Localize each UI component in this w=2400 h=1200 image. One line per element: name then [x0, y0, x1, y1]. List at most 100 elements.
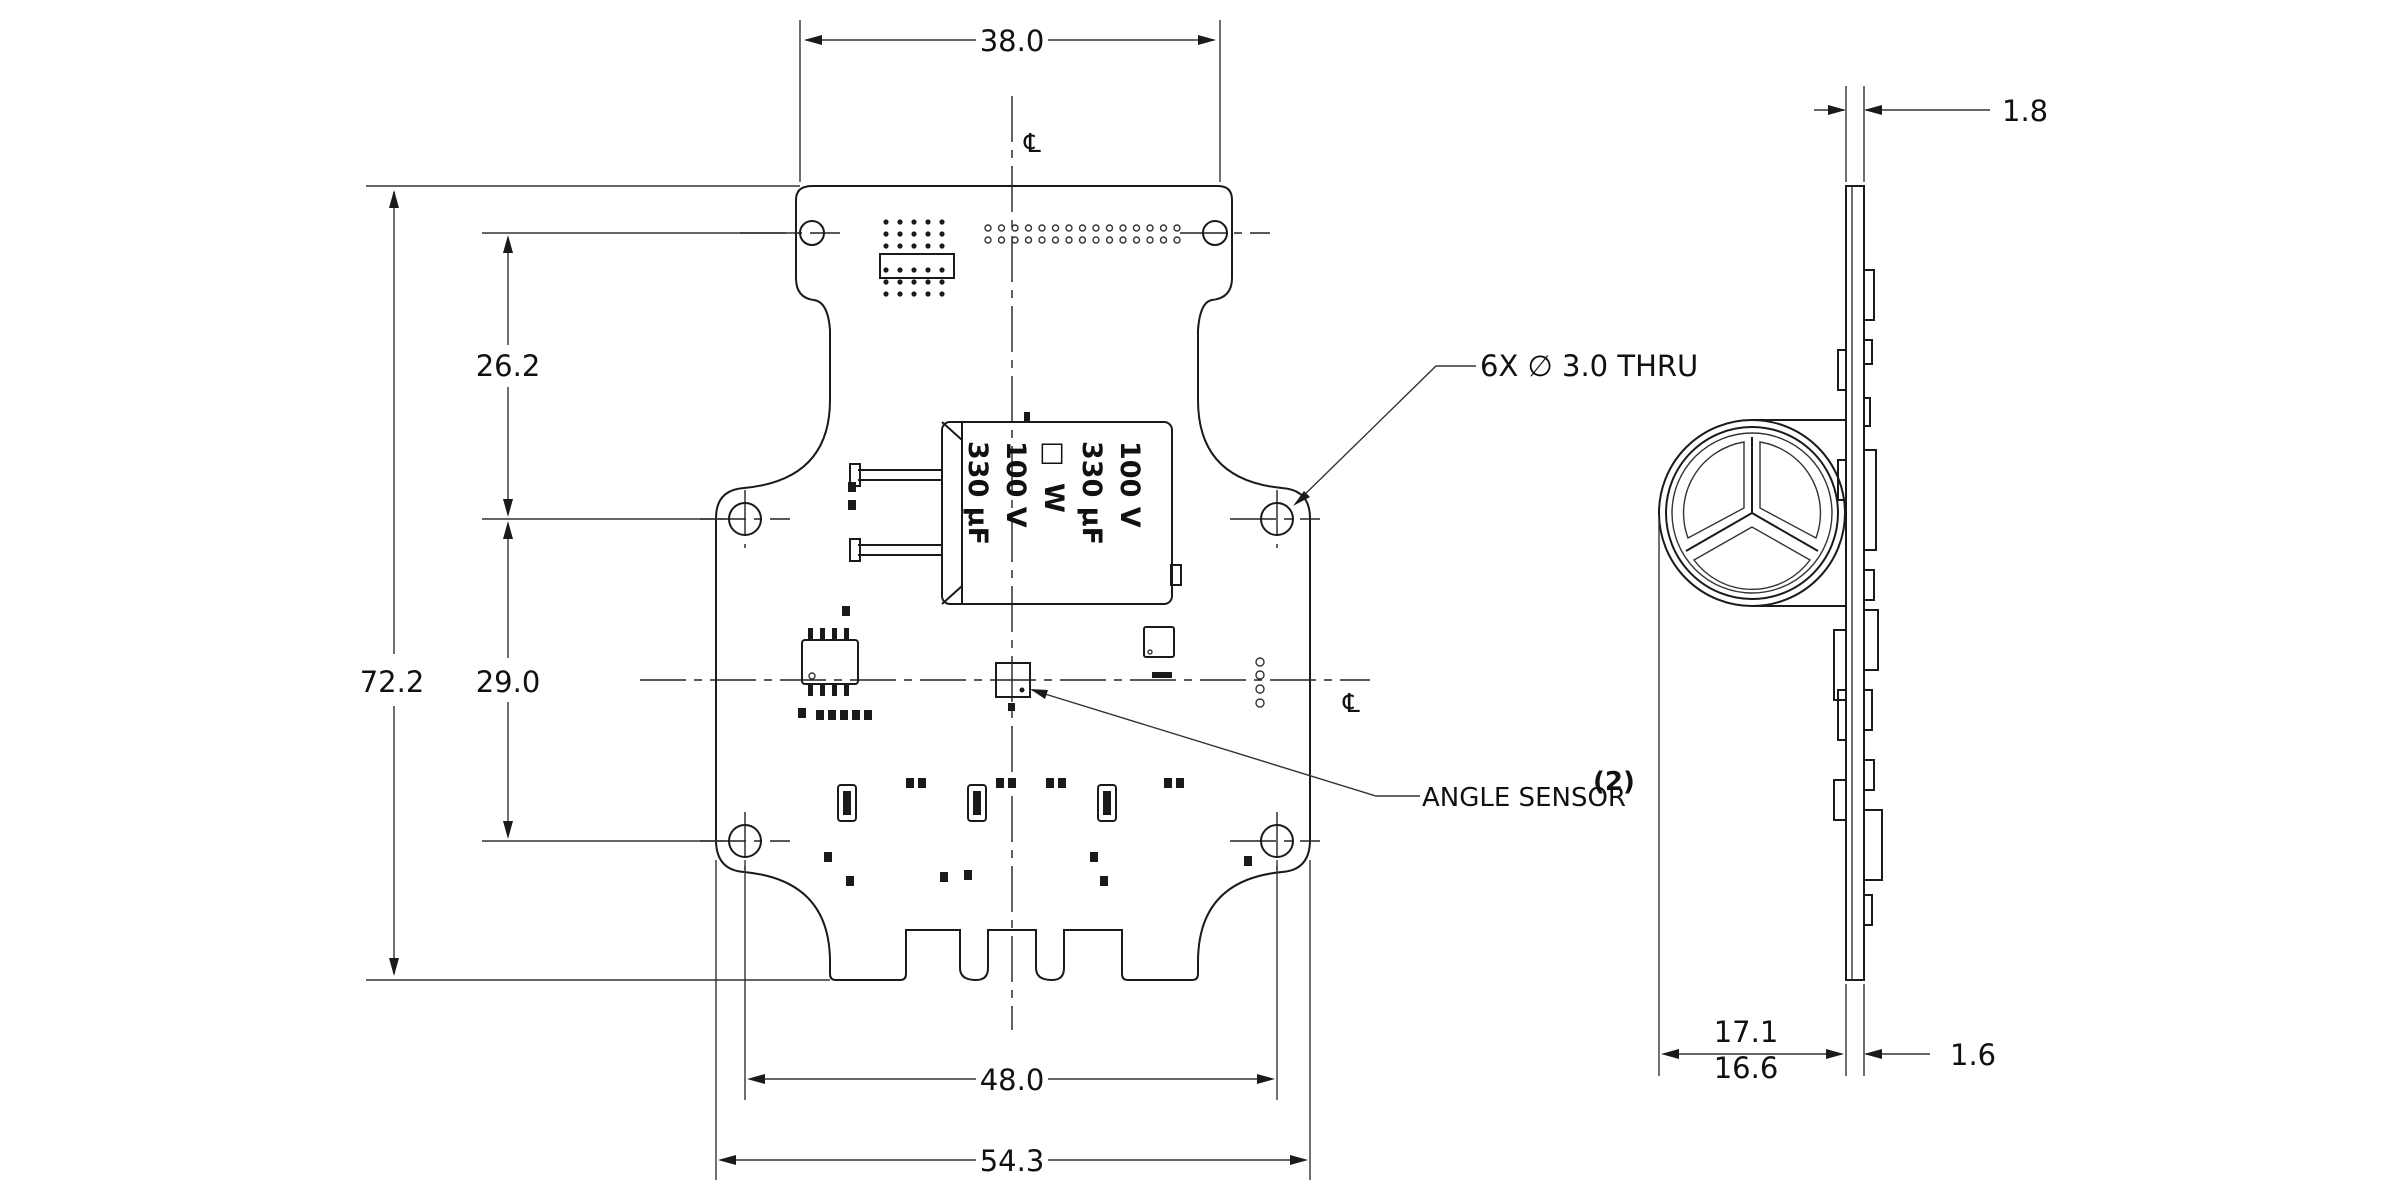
dim-hole-span-width: 48.0 [980, 1063, 1045, 1097]
smd-component [1058, 778, 1066, 788]
ic-pin [808, 628, 813, 640]
header-pin [1092, 224, 1100, 232]
smd-component [828, 710, 836, 720]
connector-pads [879, 219, 1181, 297]
ic-pin [832, 684, 837, 696]
cap-rating-3: 100 V [1000, 441, 1031, 528]
smd-component [864, 710, 872, 720]
header-pin [1159, 224, 1168, 232]
header-pin [1038, 236, 1046, 244]
header-pin [984, 224, 992, 232]
connector-pin [939, 291, 945, 297]
smd-component [1008, 778, 1016, 788]
header-pin [1105, 224, 1114, 232]
inductor-marking [1103, 791, 1111, 815]
header-pin [1078, 236, 1087, 244]
centerline-symbol-top: ℄ [1023, 129, 1041, 159]
header-pin [1024, 224, 1033, 232]
header-pin [1051, 236, 1060, 244]
header-pin [1132, 224, 1141, 232]
dim-side-depth-inner: 16.6 [1714, 1051, 1779, 1085]
connector-pin [939, 231, 945, 237]
header-pin [997, 224, 1006, 232]
centerline-symbol-right: ℄ [1342, 689, 1360, 719]
connector-pin [939, 279, 945, 285]
smd-component [848, 500, 856, 510]
side-dimensions: 1.8 17.1 16.6 1.6 [1658, 86, 2048, 1085]
connector-body [879, 253, 955, 279]
smd-component [798, 708, 806, 718]
connector-pin [883, 231, 889, 237]
header-pin [1011, 236, 1019, 244]
connector-pin [897, 243, 903, 249]
side-component [1863, 569, 1875, 601]
side-component [1863, 449, 1877, 551]
board-outline [715, 185, 1311, 982]
callout-hole: 6X ∅ 3.0 THRU [1293, 349, 1698, 506]
inductor [967, 784, 987, 822]
smd-component [824, 852, 832, 862]
header-pin [1065, 236, 1073, 244]
header-pin [1132, 236, 1141, 244]
ic-pin [844, 684, 849, 696]
connector-pin [911, 243, 917, 249]
connector-pin [911, 231, 917, 237]
header-pin [1078, 224, 1087, 232]
side-component [1863, 269, 1875, 321]
side-component [1833, 629, 1847, 701]
connector-pin [911, 267, 917, 273]
dimension-overall-height: 72.2 [360, 185, 830, 981]
hole-callout-text: 6X ∅ 3.0 THRU [1480, 349, 1698, 383]
smd-component [918, 778, 926, 788]
connector-pin [911, 291, 917, 297]
inductor [837, 784, 857, 822]
dimension-hole-spacing: 26.2 29.0 [476, 232, 800, 842]
mounting-hole [1260, 502, 1294, 536]
connector-pin [883, 219, 889, 225]
side-component [1863, 689, 1873, 731]
header-pin [1173, 236, 1181, 244]
header-pin [984, 236, 992, 244]
side-component [1863, 339, 1873, 365]
dim-overall-height: 72.2 [360, 665, 425, 699]
side-component [1837, 349, 1847, 391]
callout-angle-sensor: ANGLE SENSOR (2) [1030, 689, 1635, 813]
header-pin [1065, 224, 1073, 232]
side-view [1658, 185, 1883, 981]
header-pin [997, 236, 1006, 244]
dim-top-width: 38.0 [980, 24, 1045, 58]
connector-pin [897, 267, 903, 273]
smd-component [1046, 778, 1054, 788]
side-component [1863, 894, 1873, 926]
small-ic [1143, 626, 1175, 658]
dim-side-top: 1.8 [2002, 94, 2048, 128]
cap-rating-1: 100 V [1114, 441, 1145, 528]
connector-pin [897, 231, 903, 237]
ic-pin [844, 628, 849, 640]
inductor-marking [973, 791, 981, 815]
smd-component [1164, 778, 1172, 788]
ic-pin [820, 684, 825, 696]
connector-pin [939, 243, 945, 249]
side-component [1863, 759, 1875, 791]
header-pin [1119, 236, 1127, 244]
ic-pin [820, 628, 825, 640]
capacitor: 100 V 330 µF W □ 100 V 330 µF [849, 412, 1173, 605]
smd-component [816, 710, 824, 720]
smd-component [1244, 856, 1252, 866]
angle-sensor-chip [995, 662, 1031, 698]
angle-sensor-note: (2) [1593, 767, 1635, 797]
smd-component [1100, 876, 1108, 886]
connector-pin [925, 279, 931, 285]
connector-pin [925, 291, 931, 297]
ic-chip [801, 639, 859, 685]
connector-pin [911, 219, 917, 225]
smd-component [940, 872, 948, 882]
header-pin [1038, 224, 1046, 232]
cap-rating-2: 330 µF [1076, 441, 1107, 545]
cap-series: W [1038, 483, 1069, 513]
dim-overall-width: 54.3 [980, 1144, 1045, 1178]
dim-side-bottom: 1.6 [1950, 1038, 1996, 1072]
connector-pin [939, 267, 945, 273]
